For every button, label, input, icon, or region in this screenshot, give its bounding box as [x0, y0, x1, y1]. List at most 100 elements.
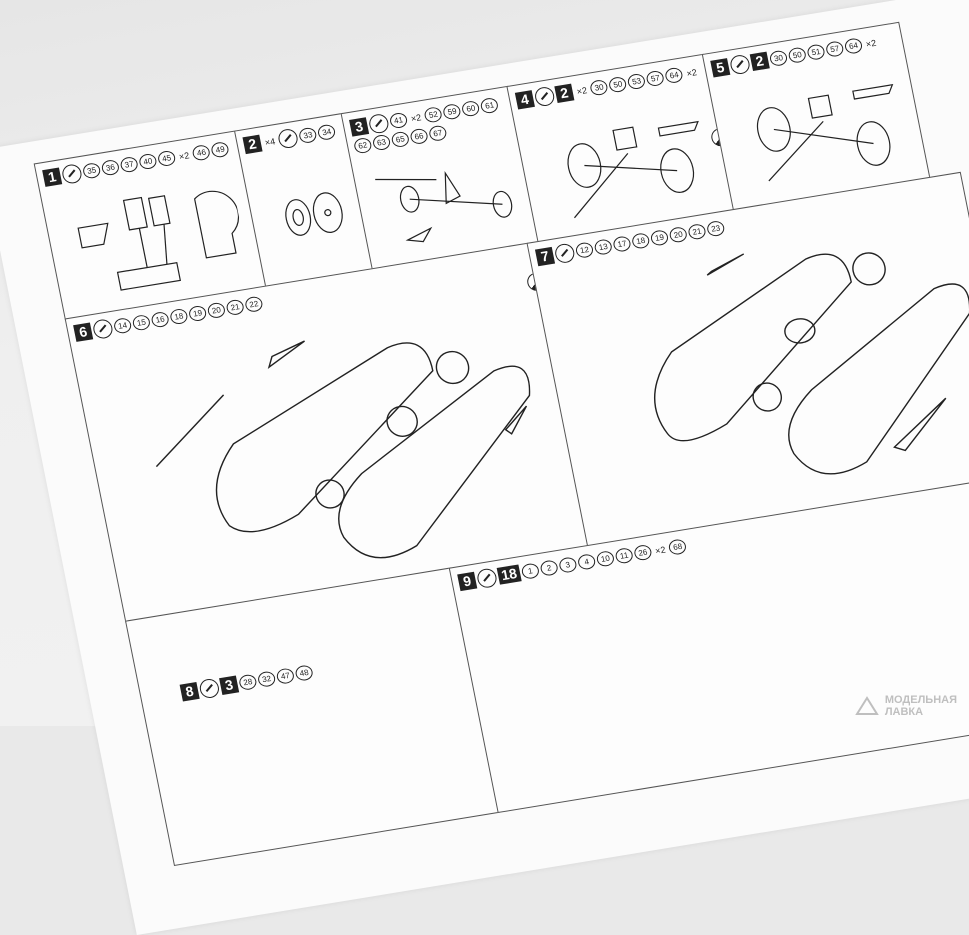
part-number: 14 — [112, 317, 133, 335]
multiplier: ×2 — [685, 66, 698, 79]
step-8-panel: 8 3 28 32 47 48 — [125, 567, 500, 867]
glue-icon — [91, 318, 115, 340]
part-number: 47 — [275, 667, 296, 685]
part-number: 4 — [576, 553, 597, 571]
part-number: 66 — [409, 127, 429, 146]
watermark-line-2: ЛАВКА — [884, 706, 924, 718]
multiplier: ×2 — [654, 544, 667, 556]
part-number: 11 — [614, 547, 635, 565]
part-number: 60 — [461, 99, 481, 118]
part-number: 18 — [169, 307, 189, 326]
part-number: 19 — [649, 229, 670, 247]
sub-assembly-reference: 2 — [554, 83, 575, 104]
part-number: 10 — [595, 550, 616, 568]
part-number: 64 — [664, 66, 685, 85]
main-gear-illustration — [567, 120, 699, 219]
part-number: 53 — [626, 72, 647, 91]
part-number: 68 — [667, 538, 688, 556]
part-number: 67 — [427, 124, 448, 143]
part-number: 34 — [316, 123, 337, 141]
multiplier: ×2 — [178, 149, 191, 162]
glue-icon — [728, 53, 752, 76]
part-number: 57 — [824, 40, 845, 58]
part-number: 1 — [520, 562, 541, 580]
part-number: 51 — [806, 43, 826, 61]
step-number: 2 — [242, 134, 263, 155]
step-5-panel: 5 2 30 50 51 57 64×2 — [701, 21, 931, 212]
step-6-panel: 6 14 15 16 18 19 20 21 22 — [64, 242, 590, 623]
part-number: 15 — [131, 313, 152, 332]
step-number: 4 — [514, 90, 535, 110]
watermark-logo-icon — [855, 696, 879, 715]
part-number: 46 — [191, 144, 212, 162]
glue-icon — [553, 242, 576, 265]
wheel-illustration — [285, 192, 343, 236]
watermark: МОДЕЛЬНАЯ ЛАВКА — [855, 694, 957, 718]
part-number: 20 — [206, 301, 227, 320]
part-number: 48 — [294, 664, 314, 682]
multiplier: ×2 — [575, 84, 588, 97]
step-number: 6 — [73, 322, 94, 342]
part-number: 18 — [630, 232, 651, 250]
step-number: 5 — [710, 58, 731, 78]
part-number: 59 — [442, 102, 462, 121]
part-number: 40 — [138, 152, 158, 171]
part-number: 19 — [187, 304, 208, 323]
step-number: 3 — [349, 117, 370, 137]
sub-assembly-reference: 2 — [749, 51, 770, 72]
part-number: 3 — [558, 556, 578, 574]
part-number: 35 — [81, 161, 102, 180]
step-number: 1 — [42, 167, 63, 187]
part-number: 45 — [156, 149, 177, 168]
part-number: 30 — [589, 78, 610, 97]
multiplier: ×2 — [409, 111, 423, 124]
part-number: 50 — [608, 75, 628, 94]
watermark-line-1: МОДЕЛЬНАЯ — [884, 694, 957, 706]
part-number: 37 — [119, 155, 140, 174]
part-number: 22 — [244, 295, 264, 313]
step-4-panel: 4 2×2 30 50 53 57 64×2 — [506, 53, 736, 244]
part-number: 49 — [210, 140, 231, 159]
step-1-panel: 1 35 36 37 40 45×2 46 49 — [33, 130, 268, 321]
part-number: 21 — [687, 222, 707, 241]
engine-nacelle-illustration — [654, 252, 969, 475]
step-number: 7 — [534, 246, 556, 267]
multiplier: ×4 — [263, 135, 276, 148]
step-number: 9 — [457, 571, 478, 592]
sub-assembly-reference: 18 — [496, 564, 522, 585]
part-number: 20 — [668, 226, 689, 244]
part-number: 64 — [843, 37, 864, 55]
multiplier: ×2 — [864, 37, 877, 49]
glue-icon — [198, 677, 221, 700]
step-header: 8 3 28 32 47 48 — [179, 662, 314, 702]
part-number: 32 — [256, 670, 277, 688]
step-7-panel: 7 12 13 17 18 19 20 21 23 — [526, 171, 969, 548]
part-number: 61 — [479, 96, 500, 115]
part-number: 2 — [539, 559, 560, 577]
part-number: 17 — [612, 235, 632, 253]
part-number: 12 — [574, 241, 595, 259]
step-number: 8 — [179, 682, 200, 702]
main-gear-illustration — [756, 83, 894, 182]
part-number: 63 — [371, 133, 392, 152]
part-number: 13 — [593, 238, 614, 256]
nose-gear-illustration — [375, 170, 513, 243]
sub-assembly-reference: 3 — [219, 675, 240, 695]
part-number: 41 — [388, 111, 409, 130]
glue-icon — [367, 112, 391, 135]
part-number: 30 — [768, 49, 789, 67]
glue-icon — [533, 85, 556, 108]
part-number: 28 — [238, 673, 258, 691]
part-number: 52 — [423, 106, 444, 124]
cockpit-illustration — [77, 190, 240, 291]
part-number: 33 — [298, 126, 318, 145]
part-number: 16 — [150, 310, 170, 329]
part-number: 36 — [100, 158, 121, 177]
step-3-panel: 3 41×2 52 59 60 61 62 63 65 66 67 — [340, 85, 540, 271]
part-number: 57 — [645, 69, 666, 88]
glue-icon — [475, 567, 499, 590]
part-number: 23 — [705, 219, 726, 238]
glue-icon — [277, 127, 300, 150]
part-number: 21 — [225, 298, 246, 317]
